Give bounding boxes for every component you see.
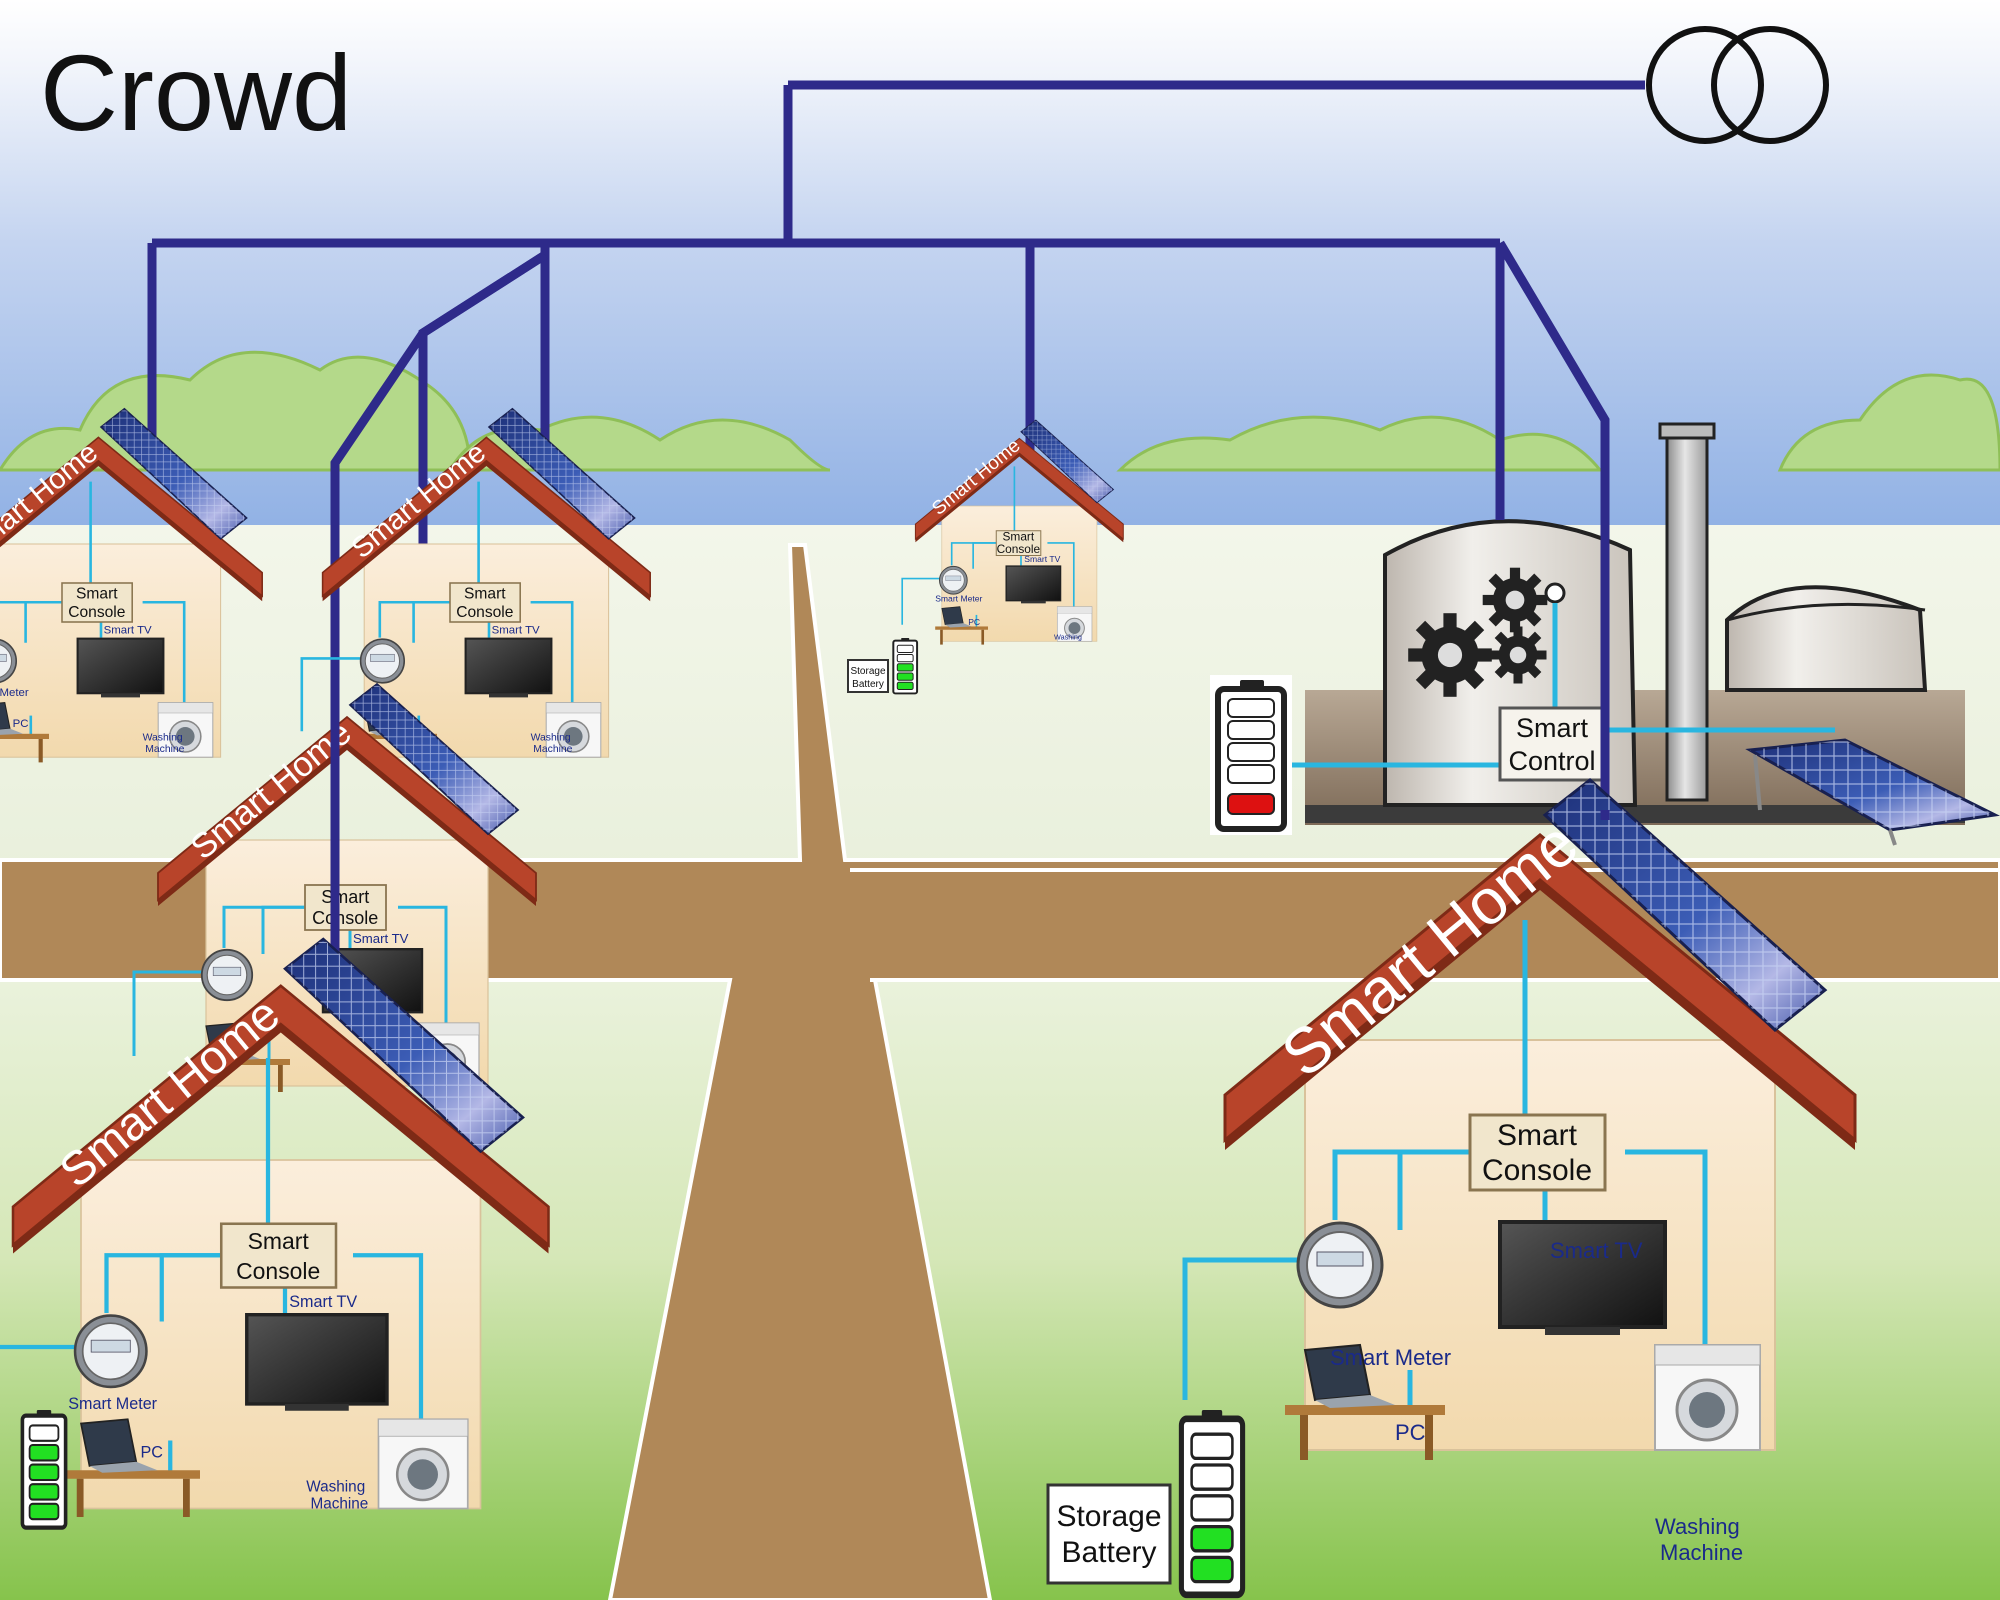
svg-text:Console: Console — [236, 1258, 320, 1284]
smart-control-label-2: Control — [1508, 746, 1595, 776]
svg-text:Smart Meter: Smart Meter — [1330, 1345, 1451, 1370]
svg-text:Smart: Smart — [1497, 1119, 1578, 1152]
svg-text:Washing: Washing — [1655, 1514, 1740, 1539]
svg-text:Storage: Storage — [850, 666, 885, 677]
svg-text:Console: Console — [312, 908, 378, 928]
washing-label-1: Washing — [1054, 633, 1082, 642]
pc-label: PC — [968, 617, 980, 627]
plant-battery-icon — [1210, 675, 1292, 835]
svg-text:Smart Meter: Smart Meter — [68, 1395, 157, 1413]
meter-label: Smart Meter — [935, 594, 982, 604]
tv-label: Smart TV — [1024, 554, 1060, 564]
svg-text:Machine: Machine — [310, 1496, 368, 1513]
gear-icon — [1408, 567, 1566, 697]
storage-label-1: Storage — [1056, 1500, 1161, 1533]
console-label-1: Smart — [1003, 530, 1035, 544]
battery-low-segment — [1227, 793, 1275, 815]
svg-text:Smart: Smart — [76, 586, 118, 603]
svg-text:Battery: Battery — [852, 679, 884, 690]
svg-text:PC: PC — [140, 1444, 163, 1462]
svg-text:Console: Console — [1482, 1154, 1592, 1187]
svg-text:Smart TV: Smart TV — [104, 624, 152, 636]
solar-panel-icon — [1745, 738, 2000, 846]
smart-control-box — [1498, 706, 1607, 782]
battery-far-center — [892, 637, 919, 695]
svg-text:PC: PC — [1395, 1420, 1426, 1445]
storage-label-far-center: Storage Battery — [847, 659, 889, 693]
storage-label-2: Battery — [1061, 1536, 1156, 1569]
svg-text:Smart: Smart — [464, 586, 506, 603]
power-plant: Smart Control — [1210, 422, 2000, 846]
chimney-icon — [1665, 428, 1709, 802]
smart-control-label-1: Smart — [1516, 713, 1589, 743]
svg-text:Console: Console — [68, 604, 125, 621]
svg-text:Machine: Machine — [533, 744, 572, 755]
console-label-2: Console — [997, 542, 1041, 556]
svg-text:PC: PC — [13, 718, 29, 730]
svg-text:Washing: Washing — [531, 733, 571, 744]
svg-text:Smart: Smart — [248, 1228, 310, 1254]
svg-text:Washing: Washing — [143, 733, 183, 744]
svg-text:Smart TV: Smart TV — [289, 1293, 357, 1311]
svg-text:Machine: Machine — [1660, 1540, 1743, 1565]
svg-text:Console: Console — [456, 604, 513, 621]
small-tank-icon — [1725, 585, 1928, 692]
svg-text:Smart TV: Smart TV — [353, 931, 409, 946]
battery-front-left — [22, 1410, 65, 1528]
title: Crowd — [40, 32, 352, 153]
svg-text:Smart TV: Smart TV — [492, 624, 540, 636]
svg-text:Smart Meter: Smart Meter — [0, 687, 29, 699]
svg-text:Smart TV: Smart TV — [1550, 1238, 1643, 1263]
svg-text:Machine: Machine — [145, 744, 184, 755]
battery-front-right — [1181, 1410, 1242, 1595]
transformer-icon — [1646, 26, 1829, 144]
storage-label-front-right: Storage Battery — [1046, 1483, 1172, 1585]
svg-text:Smart: Smart — [321, 887, 369, 907]
svg-text:Washing: Washing — [306, 1479, 365, 1496]
